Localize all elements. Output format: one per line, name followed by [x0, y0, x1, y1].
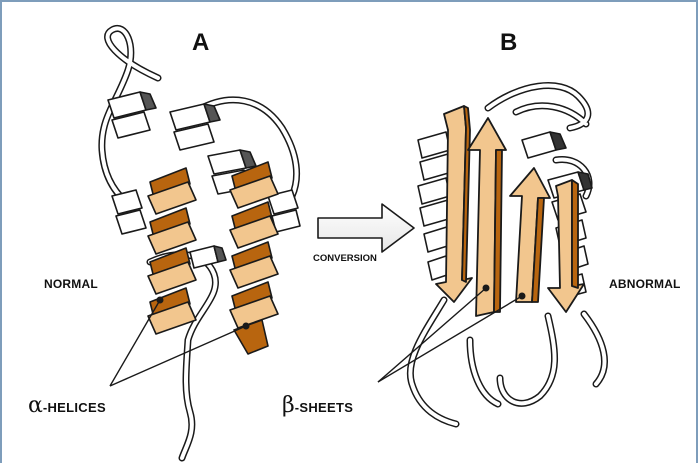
normal-state-label: NORMAL [44, 277, 98, 291]
beta-sheets-label: β-SHEETS [282, 393, 353, 418]
beta-sheets-text: -SHEETS [295, 400, 353, 415]
abnormal-state-label: ABNORMAL [609, 277, 681, 291]
alpha-symbol: α [28, 393, 43, 418]
abnormal-protein-structure [378, 86, 605, 424]
panel-b-label: B [500, 29, 517, 57]
normal-protein-structure [102, 28, 300, 458]
alpha-helices-label: α-HELICES [28, 393, 106, 418]
alpha-helices-text: -HELICES [43, 400, 106, 415]
panel-a-label: A [192, 29, 209, 57]
conversion-arrow [318, 204, 414, 252]
beta-symbol: β [282, 393, 295, 418]
alpha-helix-right [230, 162, 278, 354]
conversion-label: CONVERSION [313, 253, 377, 264]
